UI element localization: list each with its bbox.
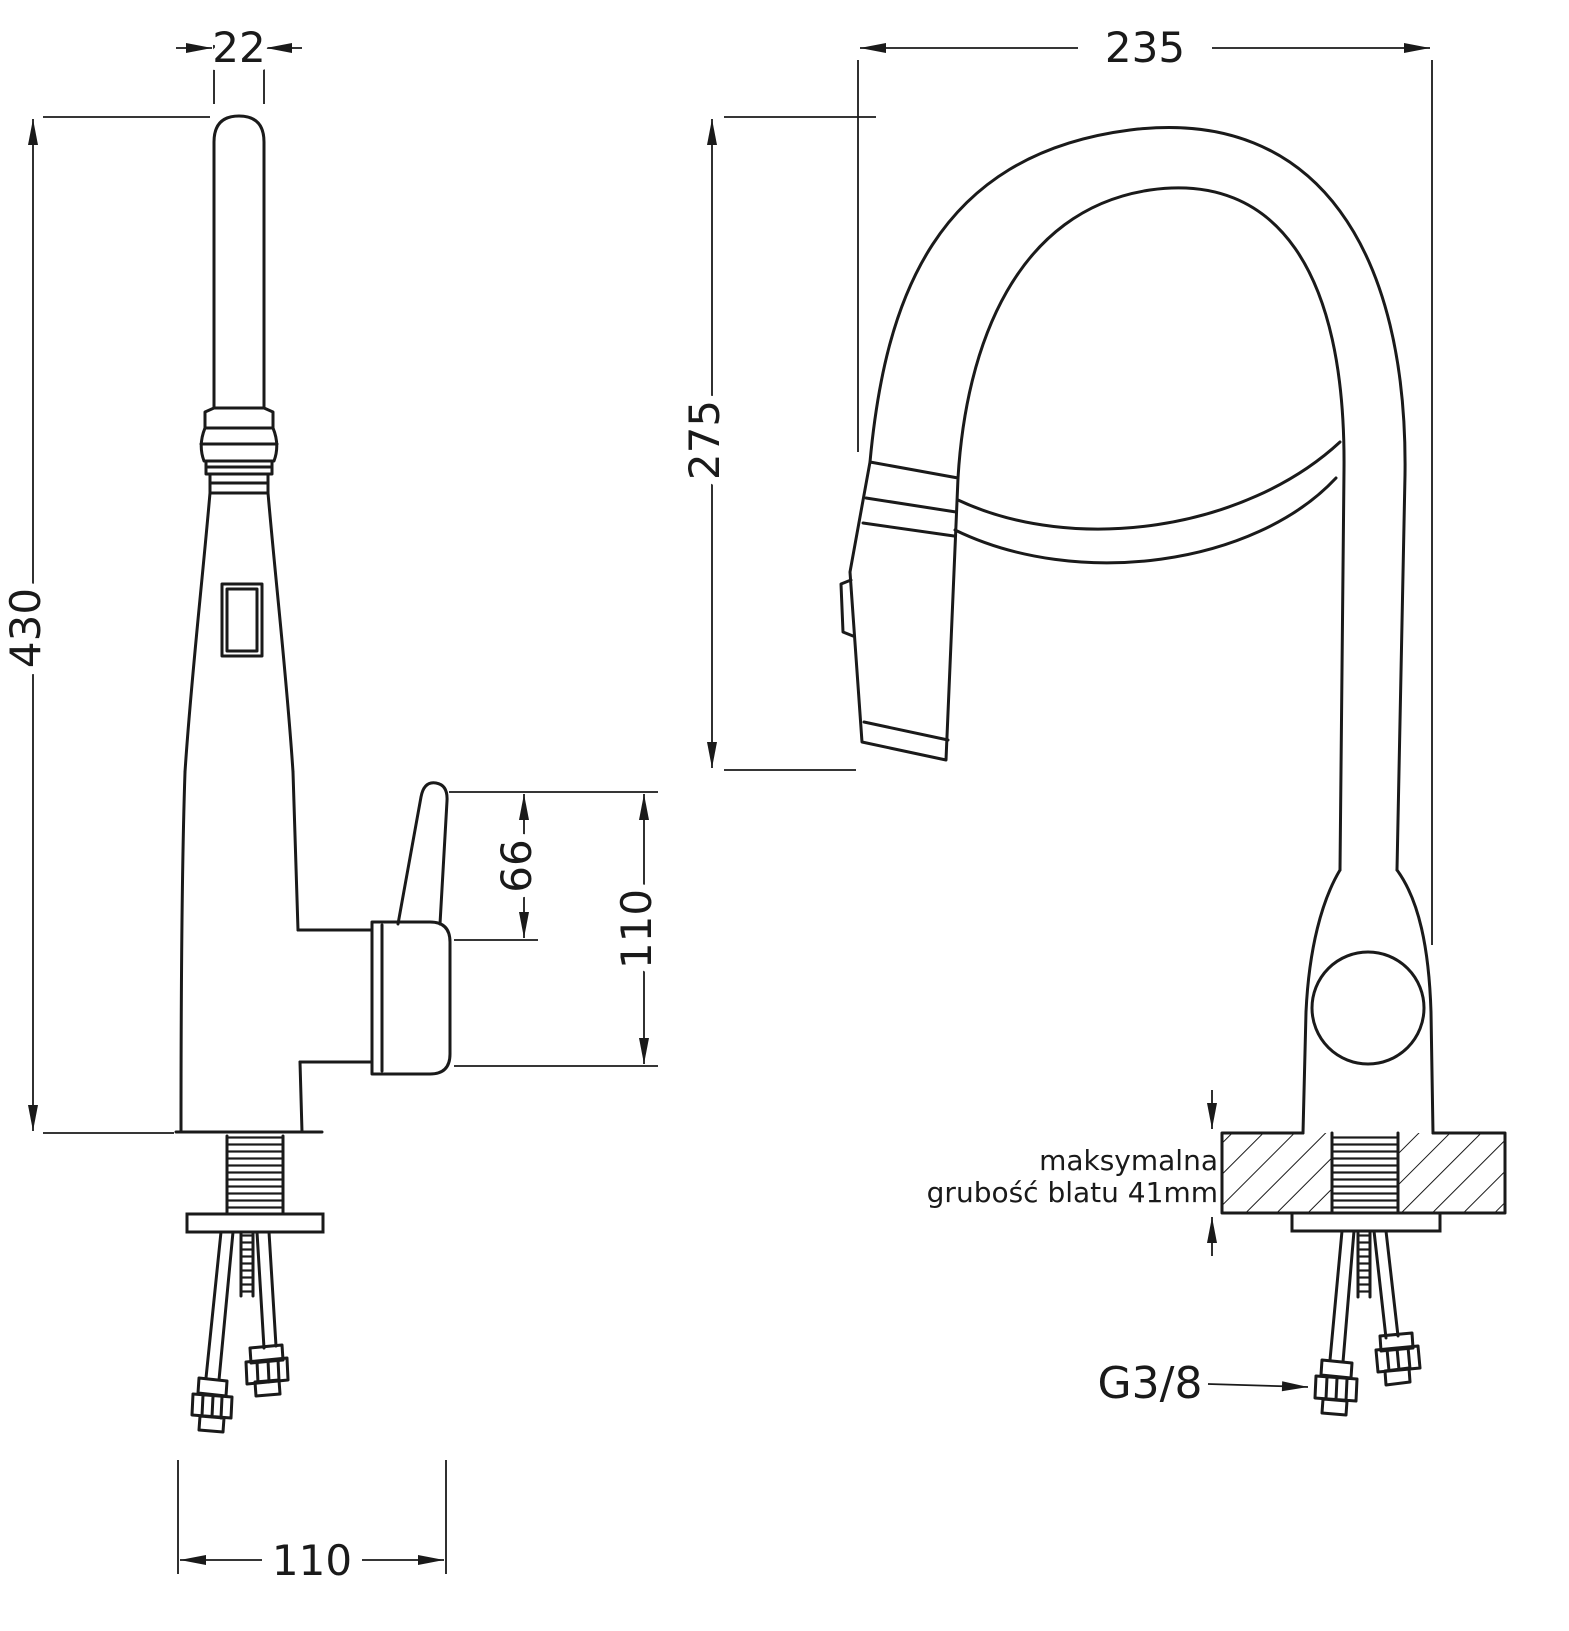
hose-right-nut [244, 1356, 290, 1386]
countertop-section [1220, 1131, 1507, 1233]
hose-b-coupling [1378, 1331, 1415, 1353]
counter-note-line2: grubość blatu 41mm [927, 1176, 1218, 1209]
spout-outer-curve [868, 126, 1407, 872]
dim-label-spout-width: 22 [212, 23, 265, 72]
ext-lines-spout-width [213, 34, 265, 104]
thread-rod-right [1332, 1133, 1398, 1213]
thread-size-arrow [1207, 1381, 1309, 1392]
spray-collar [203, 406, 275, 430]
spray-head-tip-line [862, 720, 950, 742]
hose-a-tip [1320, 1397, 1349, 1417]
dim-label-handle-height: 110 [612, 889, 661, 969]
spray-neck [208, 472, 270, 495]
dim-label-spout-height: 275 [680, 400, 729, 480]
hose-right-coupling [248, 1343, 285, 1365]
ext-lines-total-height [43, 116, 210, 1134]
thread-rod-right-edges [1330, 1131, 1400, 1215]
hose-left [204, 1230, 235, 1382]
hose-b-nut [1374, 1344, 1422, 1374]
right-view-dimensions [707, 43, 1433, 1392]
thread-size-label: G3/8 [1098, 1358, 1203, 1409]
body-right-lower-edge [298, 1060, 304, 1134]
ext-lines-spout-reach [857, 60, 1433, 945]
hose-b-tip [1383, 1366, 1412, 1387]
body-left-edge [179, 770, 187, 1134]
dim-label-total-height: 430 [1, 588, 50, 668]
ext-lines-handle [449, 791, 658, 1067]
counter-note-line1: maksymalna [1039, 1144, 1218, 1177]
spout-pipe [212, 114, 266, 410]
hose-left-tip [197, 1414, 226, 1434]
left-view-mount [185, 1134, 325, 1434]
thread-rod-edges [225, 1134, 285, 1216]
mounting-stud-edges [239, 1230, 255, 1298]
spray-head-collar [861, 496, 958, 538]
left-view-dimensions [28, 34, 658, 1574]
hose-right [255, 1230, 278, 1350]
hose-a-nut [1313, 1374, 1359, 1403]
body-ball-joint [1310, 950, 1426, 1066]
dim-label-lever-height: 66 [492, 839, 541, 892]
mounting-plate [185, 1212, 325, 1234]
right-view-mount [1313, 1229, 1422, 1417]
spout-inner-curve [956, 186, 1346, 872]
mounting-stud-right [1358, 1231, 1370, 1297]
ext-lines-base-depth [177, 1460, 447, 1574]
head-cone-left-edge [183, 491, 212, 774]
handle-lever [396, 781, 449, 926]
display-window-inner [225, 587, 259, 653]
mounting-plate-right [1290, 1211, 1442, 1233]
dim-label-spout-reach: 235 [1105, 23, 1185, 72]
spray-rings [204, 459, 274, 476]
pullout-hose [953, 440, 1342, 565]
hose-a [1328, 1229, 1356, 1364]
mounting-stud [241, 1232, 253, 1296]
thread-rod [227, 1136, 283, 1214]
handle-outlet [296, 928, 374, 1064]
hose-b [1372, 1229, 1400, 1340]
ext-lines-spout-height [724, 116, 876, 771]
right-view-faucet [839, 126, 1435, 1135]
hose-right-tip [253, 1378, 282, 1398]
handle-base [370, 920, 452, 1076]
body-outline [1301, 868, 1435, 1135]
spray-nut [199, 426, 279, 463]
hose-left-nut [190, 1392, 234, 1420]
spray-head-button [839, 578, 855, 638]
left-view-faucet [174, 114, 452, 1134]
dim-label-base-depth: 110 [272, 1536, 352, 1585]
spray-head [848, 460, 960, 762]
mounting-stud-right-edges [1356, 1229, 1372, 1299]
head-cone-right-edge [266, 491, 295, 774]
countertop-hatch-right [1398, 1133, 1505, 1213]
display-window-outer [220, 582, 264, 658]
body-right-edge [291, 770, 300, 932]
countertop-hatch-left [1222, 1133, 1332, 1213]
